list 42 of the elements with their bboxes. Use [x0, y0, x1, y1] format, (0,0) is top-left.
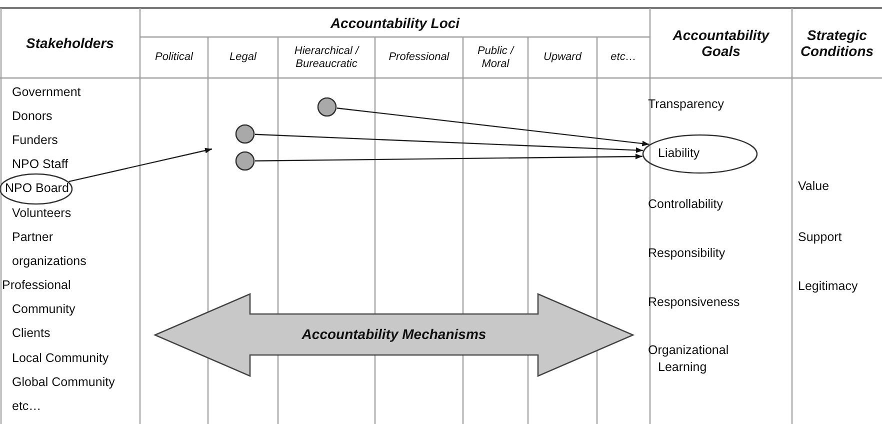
- goal-label: Controllability: [648, 197, 724, 211]
- column-header: Upward: [544, 51, 582, 64]
- double-arrow: [155, 294, 633, 376]
- goal-label: Responsibility: [648, 246, 726, 260]
- node-label: NPO Board: [5, 181, 69, 195]
- column-header: etc…: [610, 51, 636, 64]
- marker-circle: [235, 124, 255, 144]
- stakeholder-label: Global Community: [12, 375, 115, 389]
- marker-circle: [235, 151, 255, 171]
- arrow-label: Accountability Mechanisms: [300, 326, 488, 342]
- stakeholder-label: Partner organizations: [12, 230, 86, 268]
- arrow: [255, 154, 642, 162]
- stakeholder-label: Volunteers: [12, 206, 72, 220]
- stakeholder-label: etc…: [12, 399, 42, 413]
- stakeholder-label: Local Community: [12, 351, 109, 365]
- node-label: Liability: [658, 146, 700, 160]
- stakeholder-label: Professional Community: [2, 278, 76, 316]
- condition-label: Legitimacy: [798, 279, 858, 293]
- column-header: Legal: [230, 51, 256, 64]
- arrow: [254, 134, 643, 153]
- arrow: [336, 108, 650, 146]
- condition-label: Value: [798, 179, 830, 193]
- marker-circle: [317, 97, 337, 117]
- stakeholder-label: Government: [12, 85, 81, 99]
- column-header: Hierarchical / Bureaucratic: [293, 44, 360, 70]
- stakeholder-label: Donors: [12, 109, 52, 123]
- column-header: Professional: [388, 51, 450, 64]
- goal-label: Organizational Learning: [648, 343, 729, 374]
- highlight-ellipse: [642, 134, 758, 174]
- column-header: Public / Moral: [476, 44, 516, 70]
- stakeholder-label: Funders: [12, 133, 58, 147]
- column-header: Strategic Conditions: [799, 27, 875, 59]
- column-header: Stakeholders: [26, 35, 114, 51]
- condition-label: Support: [798, 230, 842, 244]
- goal-label: Responsiveness: [648, 295, 740, 309]
- column-header: Accountability Loci: [330, 14, 460, 30]
- stakeholder-label: NPO Staff: [12, 157, 68, 171]
- stakeholder-label: Clients: [12, 326, 50, 340]
- column-header: Accountability Goals: [672, 27, 771, 59]
- arrow: [68, 148, 212, 182]
- column-header: Political: [155, 51, 193, 64]
- goal-label: Transparency: [648, 97, 724, 111]
